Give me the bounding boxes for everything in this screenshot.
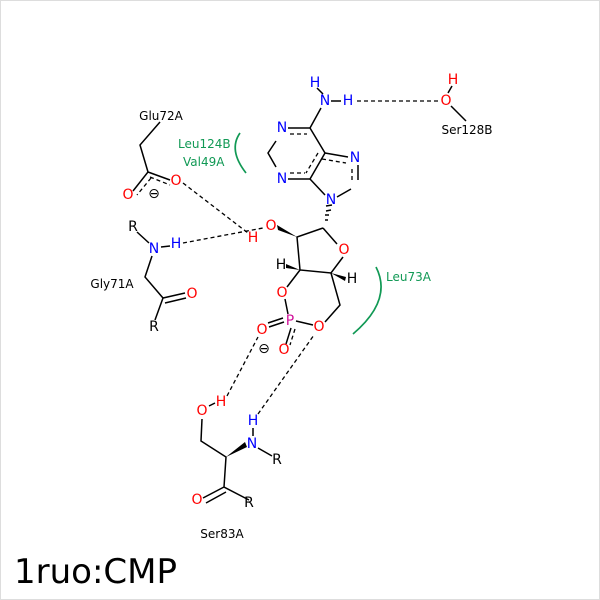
atom-gly-o: O: [186, 286, 197, 302]
atom-ser-h: H: [248, 413, 259, 429]
residue-label-ser128b: Ser128B: [441, 123, 492, 137]
atom-o4: O: [338, 242, 349, 258]
diagram-title: 1ruo:CMP: [14, 552, 177, 592]
atom-ser-og: O: [196, 403, 207, 419]
atom-n3: N: [277, 171, 287, 187]
atom-o2: O: [265, 218, 276, 234]
atom-op2: O: [278, 342, 289, 358]
atom-gly-r2: R: [149, 319, 159, 335]
hydrophobic-label-val49a: Val49A: [183, 155, 225, 169]
atom-ser-r2: R: [244, 495, 254, 511]
atom-labels: N N N N N H H O O H H H O P O O O ⊖ O O …: [122, 72, 458, 511]
atom-glu-o2: O: [170, 173, 181, 189]
residue-label-gly71a: Gly71A: [90, 277, 134, 291]
hydrophobic-label-leu73a: Leu73A: [386, 270, 432, 284]
hydrophobic-label-leu124b: Leu124B: [178, 137, 231, 151]
atom-gly-n: N: [149, 241, 159, 257]
atom-gly-r: R: [128, 219, 138, 235]
atom-n9: N: [326, 192, 336, 208]
atom-op1: O: [256, 322, 267, 338]
atom-n1: N: [277, 120, 287, 136]
atom-ser-hg: H: [216, 394, 227, 410]
atom-h-o2: H: [248, 230, 259, 246]
atom-o3: O: [276, 285, 287, 301]
hydrogen-bonds: [182, 100, 439, 415]
hydrophobic-arc-leu73: [352, 266, 382, 335]
atom-n7: N: [350, 150, 360, 166]
atom-p: P: [286, 313, 294, 329]
atom-glu-o1: O: [122, 187, 133, 203]
residue-label-ser83a: Ser83A: [200, 527, 244, 541]
atom-h4: H: [347, 271, 358, 287]
atom-gly-h: H: [171, 236, 182, 252]
atom-ser128-o: O: [440, 93, 451, 109]
atom-ser-o: O: [191, 492, 202, 508]
hydrophobic-arc-leu124-val49: [234, 132, 247, 174]
atom-o5: O: [313, 319, 324, 335]
atom-h-amine: H: [343, 93, 354, 109]
atom-h3: H: [276, 257, 287, 273]
ligand-bonds: [132, 85, 467, 504]
atom-n6: N: [320, 93, 330, 109]
residue-label-glu72a: Glu72A: [139, 109, 184, 123]
atom-ser128-h: H: [448, 72, 459, 88]
negative-charge: ⊖: [148, 186, 160, 202]
atom-ser-r: R: [272, 452, 282, 468]
atom-ser-n: N: [247, 436, 257, 452]
atom-h-amine: H: [310, 75, 321, 91]
negative-charge: ⊖: [258, 341, 270, 357]
